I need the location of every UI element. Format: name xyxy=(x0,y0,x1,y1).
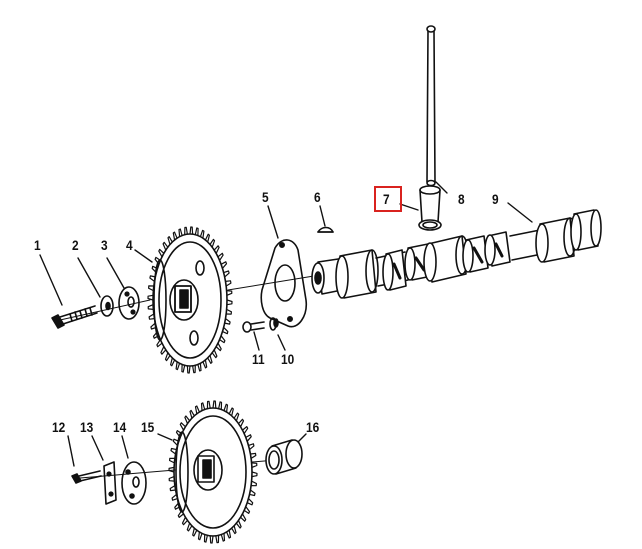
part-label-7: 7 xyxy=(383,191,390,207)
part-label-4: 4 xyxy=(126,237,133,253)
key-part-6 xyxy=(317,226,334,233)
lock-plate-part-13 xyxy=(103,461,117,505)
gear-tooth xyxy=(225,308,232,315)
gear-tooth xyxy=(147,294,154,301)
gear-tooth xyxy=(169,457,176,464)
gear-tooth xyxy=(181,363,186,373)
gear-tooth xyxy=(220,532,226,542)
part-label-2: 2 xyxy=(72,237,79,253)
gasket-part-5 xyxy=(260,239,308,328)
gear-tooth xyxy=(250,480,257,487)
highlight-box-part-7 xyxy=(374,186,402,212)
gear-tooth xyxy=(194,227,199,237)
leader-lines xyxy=(39,181,533,467)
tappet-part-7 xyxy=(418,185,442,231)
gear-tooth xyxy=(186,365,191,374)
gear-tooth xyxy=(178,228,183,238)
part-label-1: 1 xyxy=(34,237,41,253)
part-label-14: 14 xyxy=(113,419,127,435)
gear-tooth xyxy=(148,285,155,292)
part-label-3: 3 xyxy=(101,237,108,253)
gear-tooth xyxy=(197,362,202,372)
gear-tooth xyxy=(203,533,208,543)
washer-part-2 xyxy=(100,295,114,317)
part-label-11: 11 xyxy=(252,351,265,367)
gear-tooth xyxy=(212,400,217,409)
gear-tooth xyxy=(192,364,196,374)
gear-tooth xyxy=(184,226,188,236)
part-label-5: 5 xyxy=(262,189,269,205)
gear-tooth xyxy=(215,534,220,544)
bushing-part-16 xyxy=(265,439,303,475)
part-label-16: 16 xyxy=(306,419,320,435)
gear-tooth xyxy=(226,290,233,296)
screw-part-11 xyxy=(242,321,265,333)
part-label-15: 15 xyxy=(141,419,155,435)
camshaft-gear-part-4 xyxy=(147,226,233,374)
camshaft-part-9 xyxy=(311,209,602,299)
gear-tooth xyxy=(168,476,175,482)
thrust-plate-part-3 xyxy=(118,286,140,320)
gear-tooth xyxy=(200,402,206,412)
thrust-plate-part-14 xyxy=(121,461,147,505)
axis-line-upper xyxy=(59,274,321,321)
gear-tooth xyxy=(226,299,233,306)
gear-tooth xyxy=(251,471,258,478)
part-label-12: 12 xyxy=(52,419,66,435)
gear-tooth xyxy=(147,304,154,310)
gear-tooth xyxy=(189,226,194,235)
gear-tooth xyxy=(218,401,223,411)
part-label-10: 10 xyxy=(281,351,295,367)
spring-washer-part-10 xyxy=(269,317,279,331)
gear-tooth xyxy=(206,400,211,410)
pushrod-part-8 xyxy=(426,25,436,187)
gear-tooth xyxy=(209,535,214,544)
part-label-9: 9 xyxy=(492,191,499,207)
part-label-8: 8 xyxy=(458,191,465,207)
gear-tooth xyxy=(251,462,258,468)
part-label-13: 13 xyxy=(80,419,94,435)
crankshaft-gear-part-15 xyxy=(168,400,258,544)
part-label-6: 6 xyxy=(314,189,321,205)
